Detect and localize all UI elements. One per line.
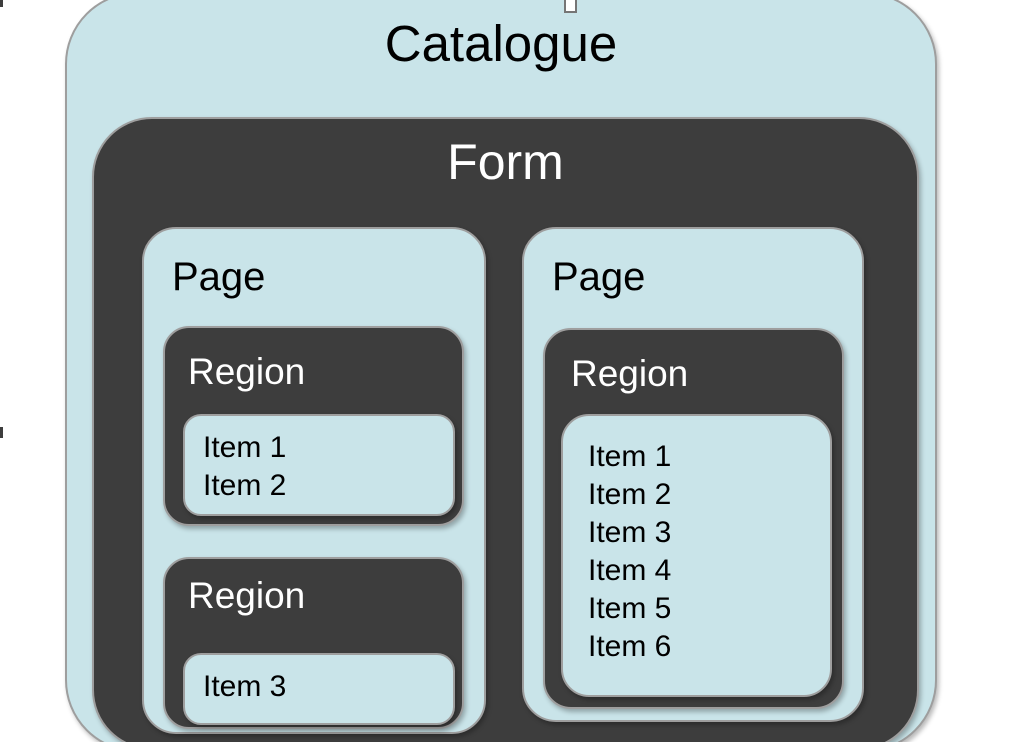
page-1-region-1-label: Region bbox=[188, 351, 306, 392]
form-label: Form bbox=[447, 134, 564, 190]
page-1-region-1-shape[interactable]: Region Item 1 Item 2 bbox=[163, 326, 464, 526]
item-text: Item 5 bbox=[588, 592, 672, 625]
page-1-region-2-shape[interactable]: Region Item 3 bbox=[163, 557, 464, 729]
item-text: Item 4 bbox=[588, 554, 672, 587]
items-list: Item 1 Item 2 Item 3 Item 4 Item 5 Item … bbox=[588, 438, 671, 666]
items-list: Item 1 Item 2 bbox=[203, 429, 286, 505]
item-text: Item 3 bbox=[588, 516, 672, 549]
page-2-label: Page bbox=[552, 255, 646, 299]
item-text: Item 2 bbox=[588, 478, 672, 511]
page-1-shape[interactable]: Page Region Item 1 Item 2 Region Item bbox=[142, 227, 486, 734]
item-text: Item 1 bbox=[588, 440, 672, 473]
offscreen-shape-sliver-left bbox=[0, 427, 3, 438]
page-2-region-1-shape[interactable]: Region Item 1 Item 2 Item 3 Item 4 Item … bbox=[543, 328, 844, 709]
offscreen-shape-sliver-top bbox=[0, 0, 3, 7]
page-1-region-2-items-box[interactable]: Item 3 bbox=[183, 653, 455, 725]
page-1-region-2-label: Region bbox=[188, 575, 306, 616]
item-text: Item 3 bbox=[203, 670, 287, 703]
page-2-region-1-label: Region bbox=[571, 353, 689, 394]
item-text: Item 6 bbox=[588, 630, 672, 663]
form-shape[interactable]: Form Page Region Item 1 Item 2 Region bbox=[92, 117, 919, 742]
resize-handle[interactable] bbox=[564, 0, 577, 13]
item-text: Item 2 bbox=[203, 469, 287, 502]
page-2-region-1-items-box[interactable]: Item 1 Item 2 Item 3 Item 4 Item 5 Item … bbox=[561, 414, 832, 697]
page-1-region-1-items-box[interactable]: Item 1 Item 2 bbox=[183, 414, 455, 516]
catalogue-shape[interactable]: Catalogue Form Page Region Item 1 Item 2 bbox=[65, 0, 937, 742]
page-1-label: Page bbox=[172, 255, 266, 299]
page-2-shape[interactable]: Page Region Item 1 Item 2 Item 3 Item 4 … bbox=[522, 227, 864, 722]
item-text: Item 1 bbox=[203, 431, 287, 464]
catalogue-label: Catalogue bbox=[384, 15, 618, 72]
items-list: Item 3 bbox=[203, 668, 286, 706]
